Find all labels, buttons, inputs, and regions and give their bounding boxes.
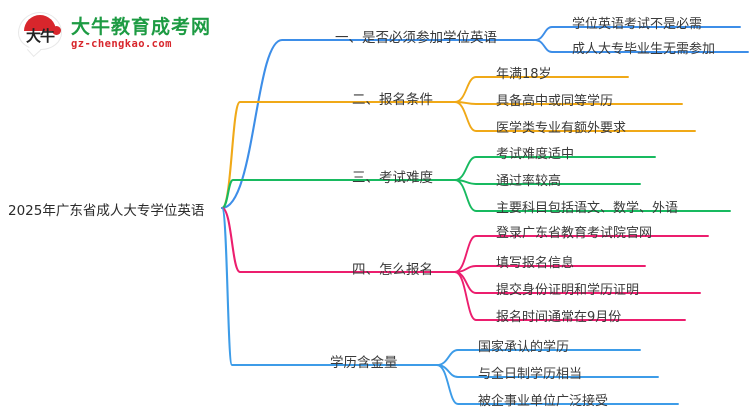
branch-4-child-4[interactable]: 报名时间通常在9月份 bbox=[496, 310, 622, 325]
branch-4-child-2[interactable]: 填写报名信息 bbox=[496, 256, 575, 271]
connector-curve bbox=[454, 235, 709, 273]
branch-2-label[interactable]: 二、报名条件 bbox=[352, 92, 433, 108]
connector-curve bbox=[220, 206, 457, 274]
branch-3-child-1[interactable]: 考试难度适中 bbox=[496, 147, 575, 162]
connector-curve bbox=[454, 271, 686, 321]
branch-4-child-1[interactable]: 登录广东省教育考试院官网 bbox=[496, 226, 653, 241]
branch-5-child-1[interactable]: 国家承认的学历 bbox=[478, 340, 570, 355]
connector-curve bbox=[454, 76, 629, 103]
branch-5-child-3[interactable]: 被企事业单位广泛接受 bbox=[478, 394, 609, 409]
branch-2-child-3[interactable]: 医学类专业有额外要求 bbox=[496, 121, 627, 136]
branch-1-child-2[interactable]: 成人大专毕业生无需参加 bbox=[572, 42, 716, 57]
connector-curve bbox=[220, 178, 457, 210]
connector-curve bbox=[220, 100, 457, 210]
logo-mark-text: 大牛 bbox=[25, 27, 55, 45]
branch-3-child-2[interactable]: 通过率较高 bbox=[496, 174, 562, 189]
connector-curve bbox=[436, 364, 679, 405]
branch-4-child-3[interactable]: 提交身份证明和学历证明 bbox=[496, 283, 640, 298]
root-node-label[interactable]: 2025年广东省成人大专学位英语 bbox=[8, 203, 205, 219]
branch-5-label[interactable]: 学历含金量 bbox=[330, 355, 398, 371]
logo-url: gz-chengkao.com bbox=[71, 38, 172, 50]
branch-3-label[interactable]: 三、考试难度 bbox=[352, 170, 433, 186]
branch-5-child-2[interactable]: 与全日制学历相当 bbox=[478, 367, 583, 382]
logo-bubble-icon: 大牛 bbox=[18, 12, 64, 58]
connector-curve bbox=[534, 39, 749, 53]
branch-4-label[interactable]: 四、怎么报名 bbox=[352, 262, 433, 278]
site-logo: 大牛 大牛教育成考网 gz-chengkao.com bbox=[18, 12, 212, 58]
connector-curve bbox=[220, 206, 439, 367]
branch-2-child-1[interactable]: 年满18岁 bbox=[496, 67, 552, 82]
branch-1-label[interactable]: 一、是否必须参加学位英语 bbox=[335, 30, 497, 46]
logo-title: 大牛教育成考网 bbox=[71, 16, 212, 38]
branch-1-child-1[interactable]: 学位英语考试不是必需 bbox=[572, 17, 703, 32]
branch-2-child-2[interactable]: 具备高中或同等学历 bbox=[496, 94, 614, 109]
branch-3-child-3[interactable]: 主要科目包括语文、数学、外语 bbox=[496, 201, 679, 216]
connector-curve bbox=[454, 179, 731, 212]
connector-curve bbox=[220, 38, 537, 210]
connector-curve bbox=[454, 156, 656, 181]
connector-curve bbox=[454, 101, 696, 132]
